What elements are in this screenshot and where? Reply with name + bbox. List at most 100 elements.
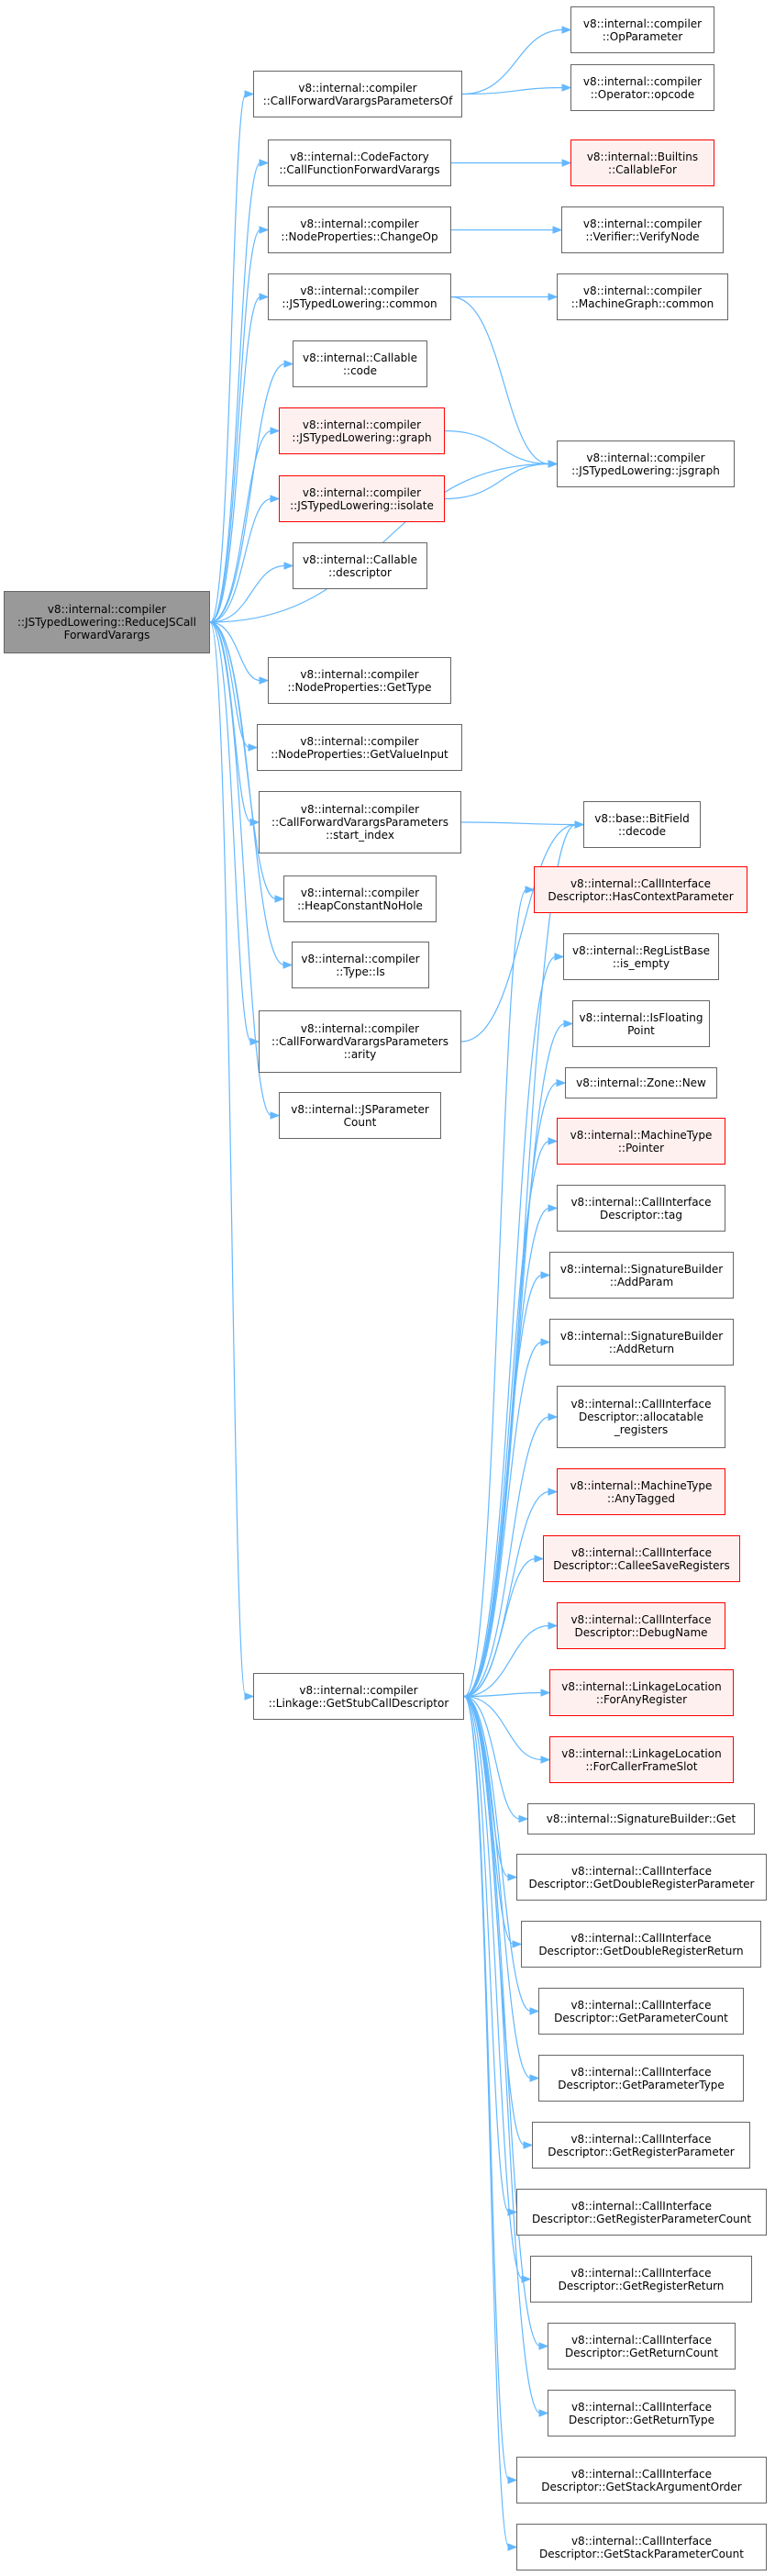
edge-n23-n35 bbox=[463, 1622, 559, 1698]
edge-line bbox=[209, 564, 286, 623]
edge-line bbox=[209, 229, 261, 623]
graph-node-n37[interactable]: v8::internal::LinkageLocation::ForCaller… bbox=[549, 1736, 734, 1783]
edge-arrowhead bbox=[552, 226, 563, 234]
graph-node-n5[interactable]: v8::internal::Builtins::CallableFor bbox=[570, 139, 714, 186]
graph-node-n28[interactable]: v8::internal::MachineType::Pointer bbox=[557, 1118, 725, 1165]
edge-n0-n14 bbox=[209, 562, 294, 623]
graph-node-n10[interactable]: v8::internal::Callable::code bbox=[293, 340, 427, 387]
graph-node-n31[interactable]: v8::internal::SignatureBuilder::AddRetur… bbox=[549, 1319, 734, 1366]
node-label-line: ::CallForwardVarargsParameters bbox=[271, 1035, 448, 1048]
node-label-line: Descriptor::GetParameterType bbox=[558, 2078, 725, 2091]
edge-n23-n36 bbox=[463, 1689, 551, 1698]
node-label-line: Descriptor::GetRegisterParameter bbox=[548, 2145, 735, 2158]
node-label-line: v8::internal::CallInterface bbox=[570, 2266, 712, 2280]
graph-node-n17[interactable]: v8::internal::compiler::CallForwardVarar… bbox=[259, 791, 461, 853]
edge-line bbox=[463, 955, 557, 1698]
edge-n4-n5 bbox=[451, 159, 572, 167]
node-label-line: v8::internal::SignatureBuilder::Get bbox=[546, 1812, 736, 1825]
graph-node-n12[interactable]: v8::internal::compiler::JSTypedLowering:… bbox=[557, 440, 735, 487]
node-label-line: _registers bbox=[614, 1423, 669, 1436]
node-label-line: ::OpParameter bbox=[602, 29, 683, 43]
edge-arrowhead bbox=[249, 818, 260, 827]
node-label-line: ::start_index bbox=[326, 829, 394, 842]
edge-n23-n45 bbox=[463, 1695, 532, 2283]
node-label-line: v8::internal::compiler bbox=[302, 485, 422, 499]
graph-node-n23[interactable]: v8::internal::compiler::Linkage::GetStub… bbox=[253, 1673, 464, 1720]
graph-node-n9[interactable]: v8::internal::compiler::MachineGraph::co… bbox=[557, 273, 728, 320]
graph-node-n25[interactable]: v8::internal::RegListBase::is_empty bbox=[563, 933, 719, 980]
edge-arrowhead bbox=[554, 953, 565, 961]
edge-n23-n41 bbox=[463, 1695, 540, 2015]
graph-node-n3[interactable]: v8::internal::compiler::Operator::opcode bbox=[570, 64, 714, 111]
graph-node-n6[interactable]: v8::internal::compiler::NodeProperties::… bbox=[268, 206, 451, 253]
graph-node-n11[interactable]: v8::internal::compiler::JSTypedLowering:… bbox=[279, 407, 445, 454]
graph-node-n33[interactable]: v8::internal::MachineType::AnyTagged bbox=[557, 1468, 725, 1515]
node-label-line: ::ForCallerFrameSlot bbox=[585, 1759, 698, 1773]
node-label-line: v8::internal::CallInterface bbox=[570, 1931, 712, 1945]
edge-n1-n3 bbox=[461, 84, 572, 95]
edge-n0-n17 bbox=[209, 621, 260, 827]
edge-n17-n18 bbox=[460, 820, 585, 829]
edge-n0-n4 bbox=[209, 159, 270, 623]
edge-line bbox=[209, 362, 286, 623]
graph-node-n15[interactable]: v8::internal::compiler::NodeProperties::… bbox=[268, 657, 451, 704]
graph-node-n1[interactable]: v8::internal::compiler::CallForwardVarar… bbox=[253, 71, 462, 117]
node-label-line: v8::internal::compiler bbox=[300, 734, 419, 748]
node-label-line: v8::internal::CallInterface bbox=[570, 876, 712, 890]
graph-node-n38[interactable]: v8::internal::SignatureBuilder::Get bbox=[527, 1803, 755, 1834]
node-label-line: ::JSTypedLowering::jsgraph bbox=[571, 463, 720, 477]
edge-line bbox=[463, 1695, 521, 1820]
node-label-line: v8::internal::CallInterface bbox=[570, 1864, 713, 1878]
graph-node-n30[interactable]: v8::internal::SignatureBuilder::AddParam bbox=[549, 1252, 734, 1299]
edge-line bbox=[209, 621, 252, 823]
node-label-line: v8::internal::IsFloating bbox=[579, 1010, 703, 1024]
graph-node-n27[interactable]: v8::internal::Zone::New bbox=[565, 1067, 717, 1098]
edge-n23-n49 bbox=[463, 1695, 518, 2551]
edge-line bbox=[209, 621, 272, 1117]
node-label-line: v8::internal::compiler bbox=[300, 886, 420, 899]
graph-node-n4[interactable]: v8::internal::CodeFactory::CallFunctionF… bbox=[268, 139, 451, 186]
edge-arrowhead bbox=[561, 159, 572, 167]
edge-line bbox=[209, 621, 250, 749]
graph-node-n0: v8::internal::compiler::JSTypedLowering:… bbox=[4, 591, 210, 653]
graph-node-n36[interactable]: v8::internal::LinkageLocation::ForAnyReg… bbox=[549, 1669, 734, 1716]
edge-line bbox=[209, 429, 272, 623]
graph-node-n19[interactable]: v8::internal::compiler::HeapConstantNoHo… bbox=[283, 875, 437, 922]
graph-node-n21[interactable]: v8::internal::compiler::CallForwardVarar… bbox=[259, 1010, 461, 1073]
edge-n23-n24 bbox=[463, 886, 536, 1698]
node-label-line: v8::internal::CallInterface bbox=[570, 1398, 712, 1411]
edge-arrowhead bbox=[518, 1814, 529, 1823]
graph-node-n8[interactable]: v8::internal::compiler::JSTypedLowering:… bbox=[268, 273, 451, 320]
graph-node-n16[interactable]: v8::internal::compiler::NodeProperties::… bbox=[257, 724, 462, 771]
node-label-line: v8::internal::CallInterface bbox=[570, 2400, 713, 2414]
graph-node-n14[interactable]: v8::internal::Callable::descriptor bbox=[293, 542, 427, 589]
edge-arrowhead bbox=[507, 2208, 518, 2216]
edge-arrowhead bbox=[561, 84, 572, 92]
edge-line bbox=[461, 86, 564, 95]
graph-node-n7[interactable]: v8::internal::compiler::Verifier::Verify… bbox=[561, 206, 724, 253]
graph-node-n2[interactable]: v8::internal::compiler::OpParameter bbox=[570, 6, 714, 53]
graph-node-n20[interactable]: v8::internal::compiler::Type::Is bbox=[292, 942, 429, 988]
edge-line bbox=[209, 621, 261, 682]
graph-node-n18[interactable]: v8::base::BitField::decode bbox=[583, 801, 701, 848]
node-label-line: v8::internal::SignatureBuilder bbox=[559, 1262, 724, 1276]
graph-node-n13[interactable]: v8::internal::compiler::JSTypedLowering:… bbox=[279, 475, 445, 522]
